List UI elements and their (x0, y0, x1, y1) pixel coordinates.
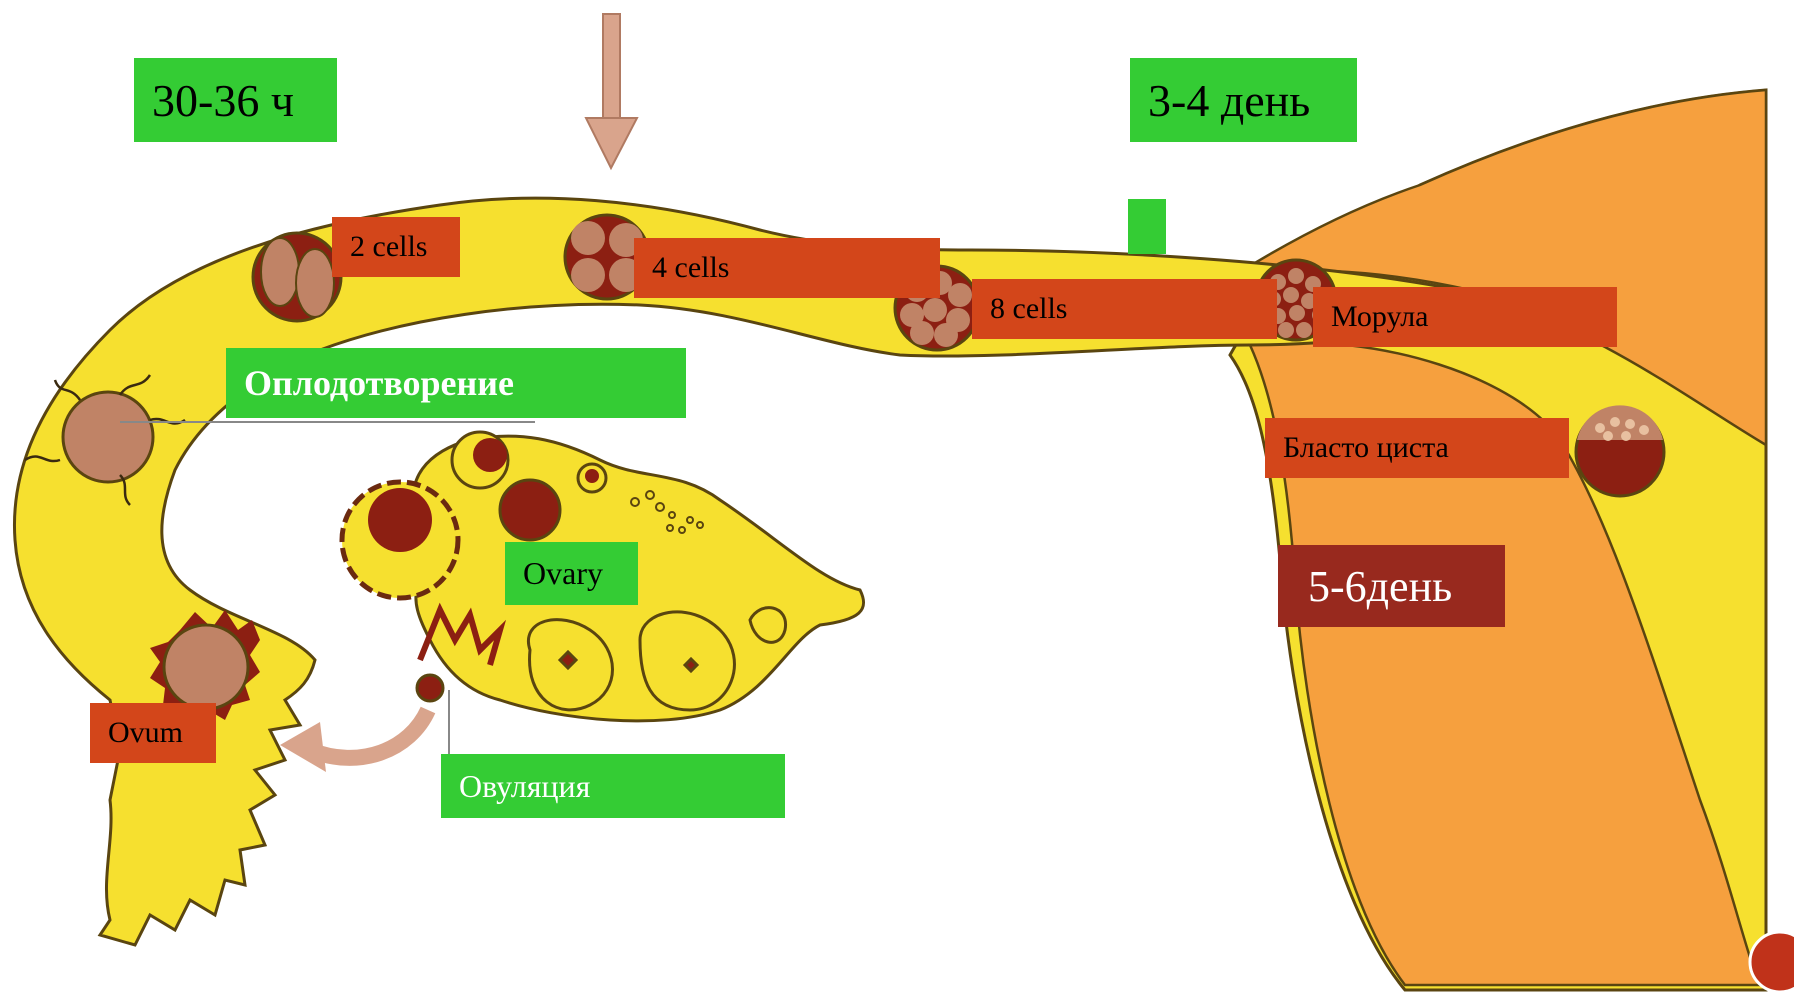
label-day-3-4: 3-4 день (1130, 58, 1357, 142)
follicle-top-egg (473, 438, 507, 472)
follicle-large-egg (368, 488, 432, 552)
label-30-36h: 30-36 ч (134, 58, 337, 142)
ovulation-arrowhead (280, 722, 326, 772)
label-fertilization: Оплодотворение (226, 348, 686, 418)
label-day-5-6: 5-6день (1278, 545, 1505, 627)
label-8-cells: 8 cells (972, 279, 1277, 339)
two-cell-embryo (253, 233, 341, 321)
blastocyst (1576, 405, 1664, 496)
follicle-small-egg (585, 469, 599, 483)
label-ovum: Ovum (90, 703, 216, 763)
label-ovulation: Овуляция (441, 754, 785, 818)
label-4-cells: 4 cells (634, 238, 940, 298)
label-blastocyst: Бласто циста (1265, 418, 1569, 478)
label-2-cells: 2 cells (332, 217, 460, 277)
ovulated-egg (417, 675, 443, 701)
label-ovary: Ovary (505, 542, 638, 605)
green-marker (1128, 199, 1166, 254)
ovulation-arrow (310, 710, 428, 758)
follicle-medium (500, 480, 560, 540)
slide-ornament (1750, 932, 1794, 992)
label-morula: Морула (1313, 287, 1617, 347)
top-arrow (586, 14, 637, 168)
